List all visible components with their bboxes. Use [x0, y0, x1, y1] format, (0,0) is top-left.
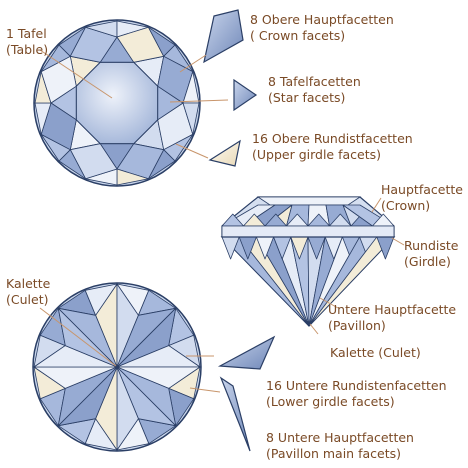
- leader-upper-girdle: [175, 143, 209, 159]
- label-culet-bottom-line1: Kalette: [6, 276, 51, 291]
- crown-facet-shape: [203, 9, 244, 64]
- leader-pavillon: [319, 297, 339, 309]
- pavillon-main-facet-shape: [219, 376, 251, 452]
- label-crown-facets-line2: ( Crown facets): [250, 28, 346, 43]
- label-culet-bottom-line2: (Culet): [6, 292, 49, 307]
- side-view-facets: [221, 204, 395, 327]
- upper-girdle-facet: [182, 102, 200, 135]
- label-lower-girdle: 16 Untere Rundistenfacetten (Lower girdl…: [266, 378, 447, 410]
- label-girdle-line2: (Girdle): [404, 254, 451, 269]
- pavillon-main-facet: [57, 307, 118, 368]
- label-pavillon-main-line1: 8 Untere Hauptfacetten: [266, 430, 414, 445]
- label-girdle-line1: Rundiste: [404, 238, 459, 253]
- label-star-facets-line2: (Star facets): [268, 90, 346, 105]
- label-crown-facets-line1: 8 Obere Hauptfacetten: [250, 12, 394, 27]
- leader-lines: [39, 49, 405, 393]
- label-lower-girdle-line1: 16 Untere Rundistenfacetten: [266, 378, 447, 393]
- label-upper-girdle-line2: (Upper girdle facets): [252, 147, 382, 162]
- leader-girdle: [391, 237, 405, 246]
- side-view-diamond: [220, 196, 396, 327]
- upper-girdle-facet-shape: [208, 139, 241, 167]
- leader-crown-facets: [179, 54, 207, 73]
- label-upper-girdle: 16 Obere Rundistfacetten (Upper girdle f…: [252, 131, 413, 163]
- label-crown-facets: 8 Obere Hauptfacetten ( Crown facets): [250, 12, 394, 44]
- label-crown-line1: Hauptfacette: [381, 182, 463, 197]
- side-girdle-band: [221, 225, 395, 238]
- label-pavillon-line2: (Pavillon): [328, 318, 386, 333]
- label-upper-girdle-line1: 16 Obere Rundistfacetten: [252, 131, 413, 146]
- label-table-line1: 1 Tafel: [6, 26, 47, 41]
- label-culet-side: Kalette (Culet): [330, 345, 421, 361]
- label-table: 1 Tafel (Table): [6, 26, 48, 58]
- label-girdle: Rundiste (Girdle): [404, 238, 458, 270]
- leader-pavillon-main: [189, 387, 221, 393]
- side-table: [256, 196, 362, 206]
- lower-girdle-facet: [84, 283, 118, 316]
- label-star-facets-line1: 8 Tafelfacetten: [268, 74, 361, 89]
- star-facet-shape: [233, 78, 258, 112]
- label-lower-girdle-line2: (Lower girdle facets): [266, 394, 395, 409]
- label-star-facets: 8 Tafelfacetten (Star facets): [268, 74, 361, 106]
- leader-culet-side: [309, 323, 319, 335]
- label-culet-bottom: Kalette (Culet): [6, 276, 50, 308]
- label-pavillon-main-line2: (Pavillon main facets): [266, 446, 401, 461]
- label-crown-line2: (Crown): [381, 198, 431, 213]
- leader-culet-bottom: [39, 307, 117, 367]
- label-table-line2: (Table): [6, 42, 49, 57]
- label-pavillon: Untere Hauptfacette (Pavillon): [328, 302, 456, 334]
- label-pavillon-line1: Untere Hauptfacette: [328, 302, 457, 317]
- leader-star-facets: [169, 99, 229, 103]
- label-pavillon-main: 8 Untere Hauptfacetten (Pavillon main fa…: [266, 430, 414, 462]
- bottom-view-facets: [33, 283, 201, 451]
- top-view-diamond: [33, 19, 201, 187]
- top-view-facets: [34, 20, 200, 186]
- bottom-view-diamond: [32, 282, 202, 452]
- leader-table: [39, 49, 113, 99]
- label-crown: Hauptfacette (Crown): [381, 182, 463, 214]
- lower-girdle-facet-shape: [217, 335, 276, 370]
- label-culet-side-line1: Kalette (Culet): [330, 345, 421, 360]
- table-facet: [75, 61, 159, 145]
- leader-crown: [371, 197, 382, 213]
